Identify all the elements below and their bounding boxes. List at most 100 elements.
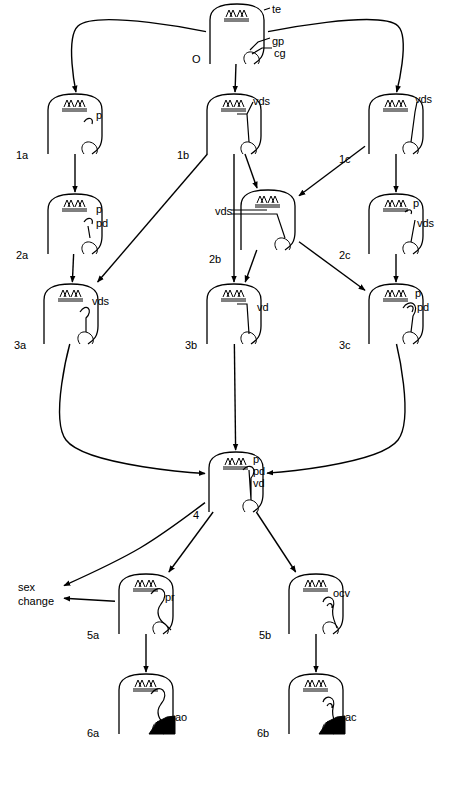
- stage-figure: 3bvd: [203, 282, 265, 344]
- tentacle-symbol: [303, 680, 328, 691]
- tentacle-symbol: [255, 196, 280, 207]
- part-label: p: [253, 454, 259, 465]
- head-outline: [285, 572, 347, 634]
- part-label: ac: [345, 712, 357, 723]
- stage-label: 2a: [16, 250, 28, 261]
- tentacle-symbol: [62, 200, 87, 211]
- organ-sketch: [84, 118, 92, 124]
- stage-label: 4: [193, 510, 199, 521]
- organ-sketch: [84, 218, 92, 238]
- organ-mass: [319, 716, 345, 734]
- development-arrow: [299, 242, 365, 290]
- development-arrow: [98, 154, 208, 282]
- development-arrow: [64, 503, 205, 586]
- part-label: gp: [272, 36, 284, 47]
- part-label: vd: [253, 478, 265, 489]
- organ-sketch: [243, 466, 254, 500]
- part-label: ao: [175, 712, 187, 723]
- organ-mass: [149, 716, 175, 734]
- development-arrow: [395, 254, 396, 282]
- development-arrow: [299, 146, 365, 196]
- head-contour: [210, 4, 264, 64]
- stage-figure: 2bvds: [237, 188, 299, 250]
- part-label: vds: [417, 218, 434, 229]
- stage-figure: 2appd: [44, 192, 106, 254]
- tentacle-symbol: [303, 580, 328, 591]
- stage-label: 6b: [257, 728, 269, 739]
- part-label: vds: [215, 206, 232, 217]
- outcome-label: sex change: [18, 580, 64, 609]
- stage-label: 5b: [259, 630, 271, 641]
- development-arrow: [268, 20, 403, 92]
- tentacle-symbol: [62, 100, 87, 111]
- tentacle-symbol: [383, 200, 408, 211]
- stage-label: 5a: [87, 630, 99, 641]
- head-contour: [48, 94, 102, 154]
- tentacle-symbol: [221, 100, 246, 111]
- part-label: cg: [274, 48, 286, 59]
- head-outline: [237, 188, 299, 250]
- stage-figure: 5apr: [115, 572, 177, 634]
- organ-sketch: [80, 307, 89, 332]
- tentacle-symbol: [133, 680, 158, 691]
- gonopore-outline: [403, 242, 418, 254]
- stage-figure: 6bac: [285, 672, 347, 734]
- tentacle-symbol: [133, 580, 158, 591]
- head-contour: [369, 194, 423, 254]
- part-label: vds: [92, 296, 109, 307]
- development-arrow: [395, 154, 396, 192]
- part-label: p: [413, 198, 419, 209]
- outcome-note: sex change: [18, 580, 64, 614]
- development-arrow: [267, 344, 405, 473]
- development-arrow: [64, 598, 115, 601]
- development-arrow: [169, 512, 213, 572]
- stage-label: 6a: [87, 728, 99, 739]
- head-outline: [285, 672, 347, 734]
- stage-figure: 2cpvds: [365, 192, 427, 254]
- head-outline: [44, 92, 106, 154]
- development-arrow: [234, 344, 235, 450]
- stage-figure: 3avds: [40, 282, 102, 344]
- head-contour: [289, 574, 343, 634]
- head-contour: [369, 94, 423, 154]
- part-label: pd: [96, 218, 108, 229]
- gonopore-outline: [82, 242, 97, 254]
- part-label: p: [96, 110, 102, 121]
- stage-figure: 6aao: [115, 672, 177, 734]
- gonopore-outline: [403, 142, 418, 154]
- gonopore-outline: [403, 332, 418, 344]
- gonopore-outline: [153, 622, 168, 634]
- part-label: pr: [165, 592, 175, 603]
- head-contour: [241, 190, 295, 250]
- gonopore-outline: [241, 142, 256, 154]
- head-outline: [203, 282, 265, 344]
- stage-label: 3b: [185, 340, 197, 351]
- development-arrow: [72, 254, 73, 282]
- gonopore-outline: [275, 238, 290, 250]
- development-arrow: [72, 20, 206, 92]
- head-contour: [48, 194, 102, 254]
- head-outline: [40, 282, 102, 344]
- development-arrow: [256, 512, 295, 572]
- organ-sketch: [323, 597, 337, 628]
- development-arrow: [315, 634, 316, 672]
- part-label: vds: [253, 96, 270, 107]
- head-contour: [207, 284, 261, 344]
- tentacle-symbol: [223, 458, 248, 469]
- stage-figure: 4ppdvd: [205, 450, 267, 512]
- gonopore-outline: [243, 500, 258, 512]
- head-outline: [206, 2, 268, 64]
- development-arrow: [74, 154, 75, 192]
- head-outline: [115, 672, 177, 734]
- part-label: pd: [253, 466, 265, 477]
- development-arrow: [245, 250, 257, 282]
- stage-figure: 1cvds: [365, 92, 427, 154]
- part-label: ocv: [333, 588, 350, 599]
- development-arrow: [234, 64, 236, 92]
- stage-figure: Otegpcg: [206, 2, 268, 64]
- stage-label: 3c: [339, 340, 351, 351]
- organ-sketch: [237, 304, 249, 334]
- head-contour: [44, 284, 98, 344]
